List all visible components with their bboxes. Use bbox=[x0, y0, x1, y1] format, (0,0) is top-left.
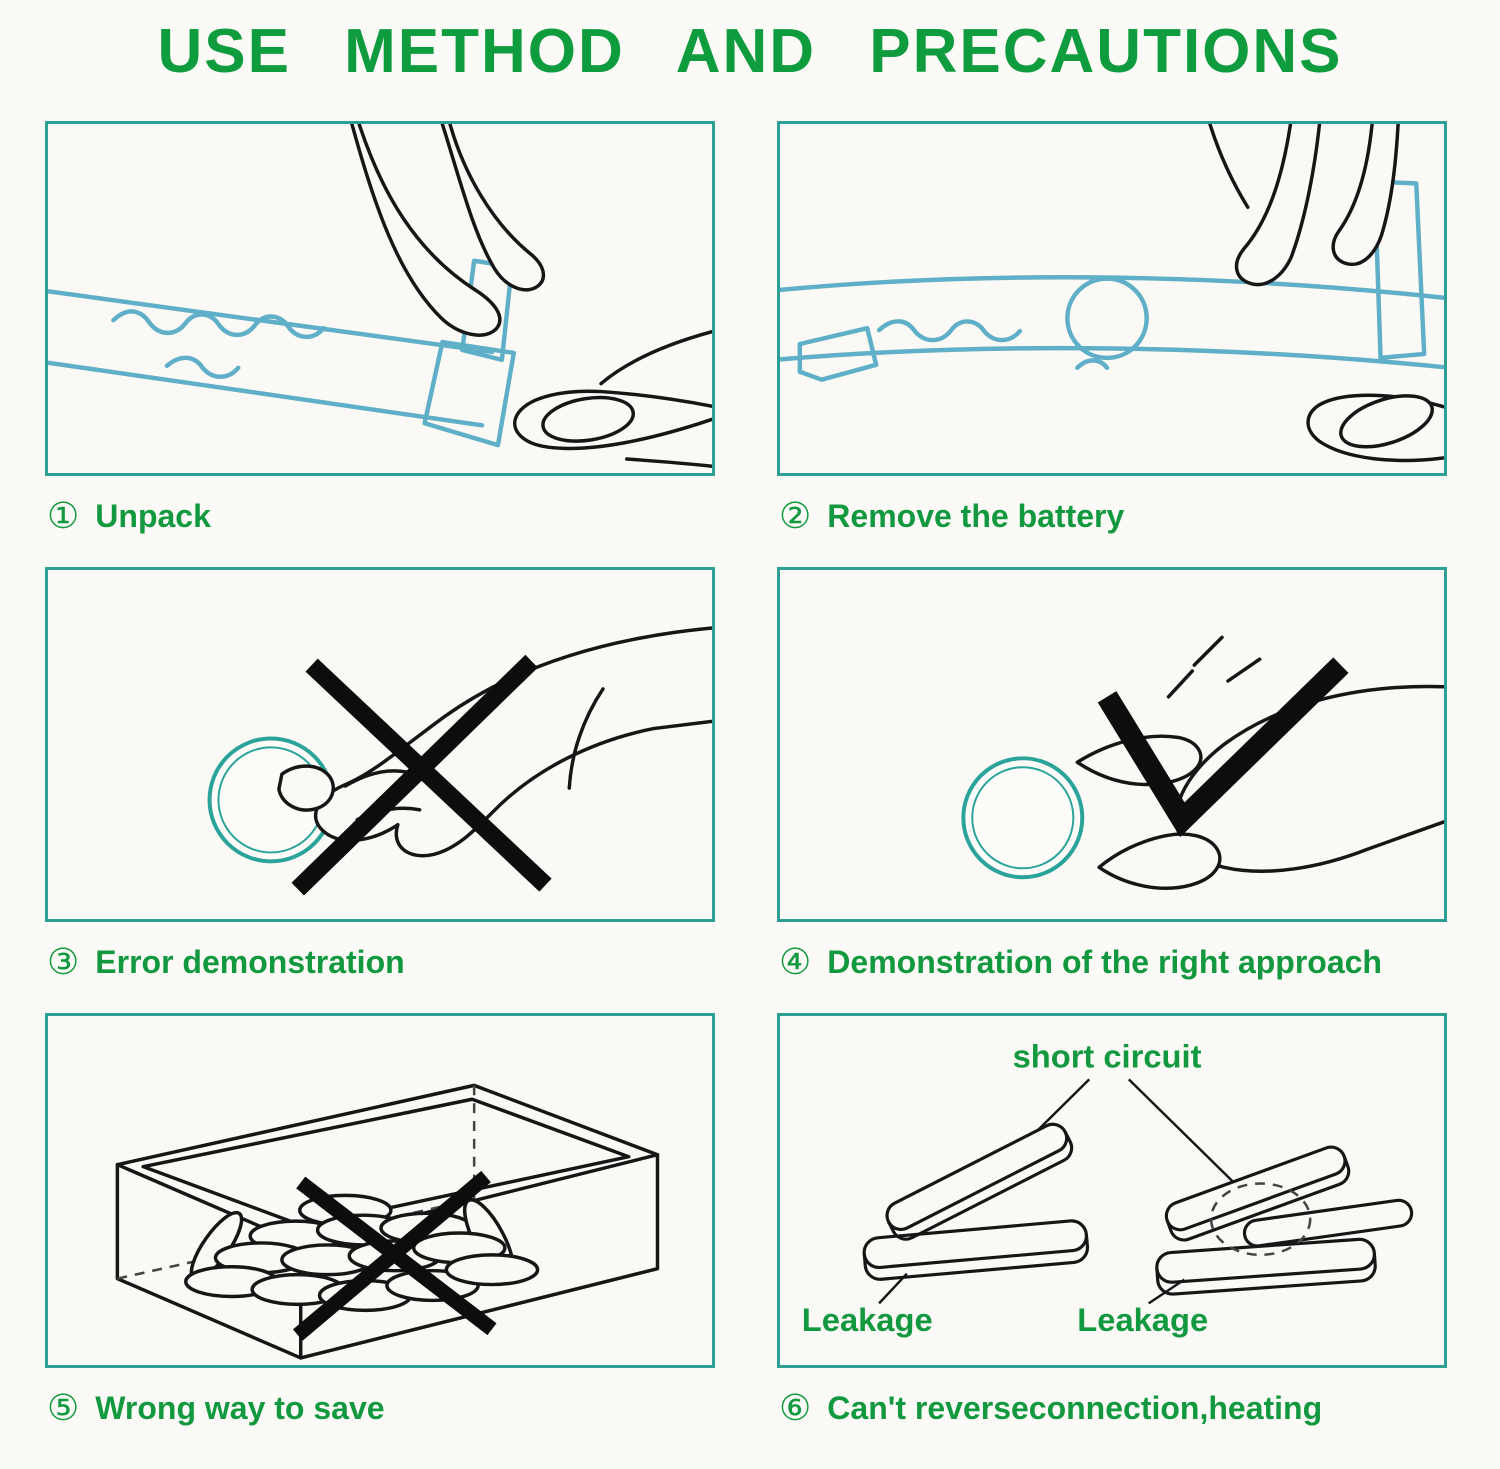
caption-error-demo: ③ Error demonstration bbox=[47, 944, 713, 981]
leakage-label-right: Leakage bbox=[1077, 1301, 1208, 1338]
short-circuit-label: short circuit bbox=[1013, 1037, 1202, 1074]
step-number: ⑥ bbox=[779, 1387, 812, 1429]
coin-cell-icon bbox=[961, 756, 1085, 880]
short-circuit-highlight bbox=[1209, 1181, 1312, 1256]
step-label: Can't reverseconnection,heating bbox=[827, 1389, 1323, 1426]
panel-grid: ① Unpack bbox=[0, 121, 1500, 1469]
step-label: Unpack bbox=[95, 497, 211, 534]
hand-icon bbox=[277, 626, 712, 858]
hand-icon bbox=[1075, 635, 1444, 890]
caption-unpack: ① Unpack bbox=[47, 498, 713, 535]
hand-icon bbox=[1208, 124, 1444, 463]
step-label: Demonstration of the right approach bbox=[827, 943, 1382, 980]
battery-strip-icon bbox=[48, 258, 517, 448]
step-5: ⑤ Wrong way to save bbox=[45, 1012, 715, 1459]
step-2: ② Remove the battery bbox=[777, 121, 1447, 567]
page-title: USE METHOD AND PRECAUTIONS bbox=[157, 17, 1343, 86]
leader-line bbox=[878, 1272, 908, 1304]
step-3: ③ Error demonstration bbox=[45, 566, 715, 1013]
hand-icon bbox=[350, 124, 712, 469]
panel-reverse-connection: short circuit bbox=[777, 1012, 1447, 1368]
check-icon bbox=[1097, 657, 1349, 837]
step-6: short circuit bbox=[777, 1012, 1447, 1459]
step-number: ④ bbox=[779, 941, 812, 983]
caption-wrong-save: ⑤ Wrong way to save bbox=[47, 1390, 713, 1427]
panel-wrong-save bbox=[45, 1012, 715, 1368]
reverse-connection-illustration: short circuit bbox=[802, 1037, 1414, 1338]
leader-line bbox=[1127, 1078, 1239, 1188]
unpack-illustration bbox=[48, 124, 712, 469]
cross-icon bbox=[292, 1170, 497, 1341]
wrong-save-illustration bbox=[115, 1083, 660, 1360]
instruction-sheet: USE METHOD AND PRECAUTIONS bbox=[0, 16, 1500, 1469]
step-4: ④ Demonstration of the right approach bbox=[777, 566, 1447, 1013]
caption-remove-battery: ② Remove the battery bbox=[779, 498, 1445, 535]
panel-unpack bbox=[45, 121, 715, 476]
cross-icon bbox=[291, 654, 552, 896]
panel-remove-battery bbox=[777, 121, 1447, 476]
step-label: Remove the battery bbox=[827, 497, 1125, 534]
step-number: ⑤ bbox=[47, 1387, 80, 1429]
step-number: ① bbox=[47, 495, 80, 537]
panel-error-demo bbox=[45, 566, 715, 922]
leader-line bbox=[1147, 1278, 1186, 1305]
step-number: ③ bbox=[47, 941, 80, 983]
step-1: ① Unpack bbox=[45, 121, 715, 567]
caption-right-approach: ④ Demonstration of the right approach bbox=[779, 944, 1445, 981]
remove-battery-illustration bbox=[780, 124, 1444, 463]
step-label: Error demonstration bbox=[95, 943, 405, 980]
leakage-label-left: Leakage bbox=[802, 1301, 933, 1338]
right-approach-illustration bbox=[961, 635, 1444, 890]
error-demo-illustration bbox=[207, 626, 712, 896]
caption-reverse-connection: ⑥ Can't reverseconnection,heating bbox=[779, 1390, 1445, 1427]
step-label: Wrong way to save bbox=[95, 1389, 385, 1426]
battery-stack-left-icon bbox=[862, 1122, 1090, 1281]
battery-strip-icon bbox=[780, 179, 1444, 382]
battery-stack-right-icon bbox=[1155, 1145, 1414, 1296]
step-number: ② bbox=[779, 495, 812, 537]
coin-pile-icon bbox=[184, 1193, 540, 1312]
panel-right-approach bbox=[777, 566, 1447, 922]
